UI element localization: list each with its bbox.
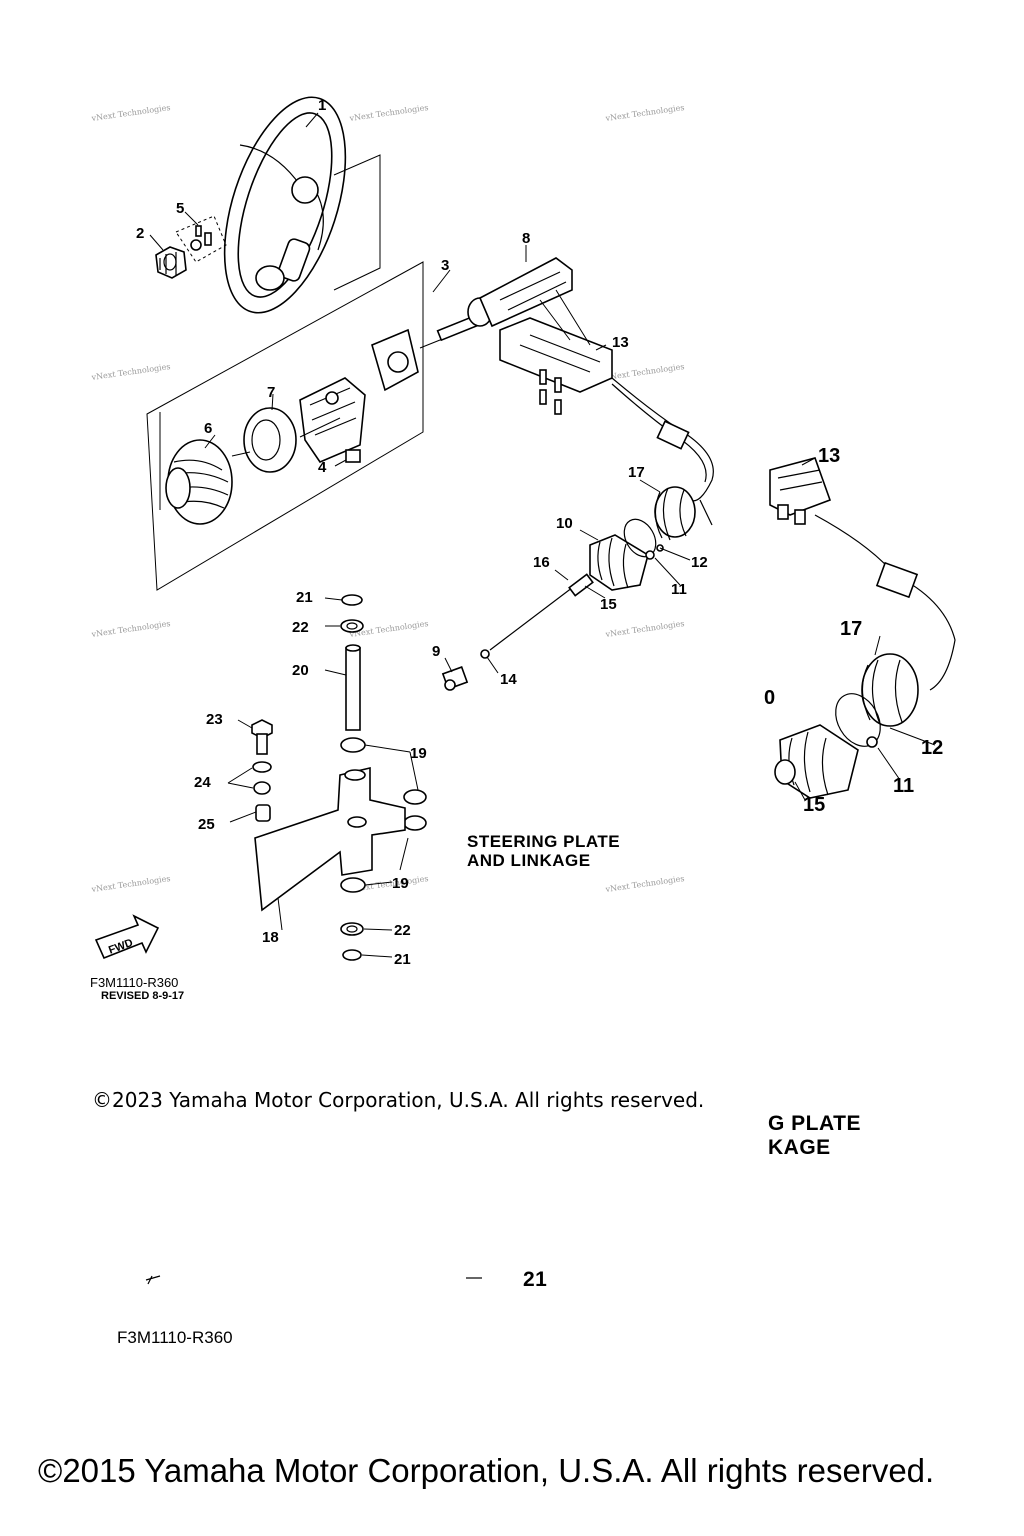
revision-note: REVISED 8-9-17 xyxy=(101,990,184,1002)
steering-wheel-part xyxy=(223,96,347,314)
helm-mechanism-part xyxy=(299,328,446,463)
washer-part xyxy=(252,761,272,773)
callout-15: 15 xyxy=(600,596,617,613)
callout-21-fragment: 21 xyxy=(523,1268,547,1291)
callout-6: 6 xyxy=(204,420,212,437)
detail-callout-10-fragment: 0 xyxy=(764,687,775,709)
callout-5: 5 xyxy=(176,200,184,217)
fwd-fragment-icon xyxy=(145,1275,161,1285)
o-ring-part xyxy=(341,594,363,606)
bellows-part xyxy=(654,486,713,541)
callout-1: 1 xyxy=(318,97,326,114)
washer-bolt-group-part xyxy=(175,215,227,263)
leader-lines xyxy=(149,112,691,958)
diagram-title-fragment-line1: G PLATE xyxy=(768,1112,861,1135)
detail-callout-17: 17 xyxy=(840,618,862,640)
washer-part xyxy=(340,922,364,936)
watermark: vNext Technologies xyxy=(604,362,685,382)
watermark: vNext Technologies xyxy=(604,619,685,639)
watermark: vNext Technologies xyxy=(90,103,171,123)
copyright-2023: ©2023 Yamaha Motor Corporation, U.S.A. A… xyxy=(92,1088,705,1112)
bracket-part xyxy=(345,449,361,463)
callout-19: 19 xyxy=(410,745,427,762)
callout-22: 22 xyxy=(394,922,411,939)
callout-2: 2 xyxy=(136,225,144,242)
o-ring-part xyxy=(342,949,362,961)
diagram-title-line1: STEERING PLATE xyxy=(467,832,620,851)
boot-part xyxy=(589,534,649,591)
callout-4: 4 xyxy=(318,459,327,476)
detail-view xyxy=(769,457,956,801)
callout-12: 12 xyxy=(691,554,708,571)
callout-17: 17 xyxy=(628,464,645,481)
callout-25: 25 xyxy=(198,816,215,833)
watermark: vNext Technologies xyxy=(90,874,171,894)
steering-plate-part xyxy=(254,766,406,912)
fwd-arrow-icon: FWD xyxy=(94,914,160,960)
callout-23: 23 xyxy=(206,711,223,728)
nut-part xyxy=(155,246,187,279)
callout-19: 19 xyxy=(392,875,409,892)
callout-8: 8 xyxy=(522,230,530,247)
callout-14: 14 xyxy=(500,671,517,688)
steering-shaft-part xyxy=(436,257,573,342)
callout-16: 16 xyxy=(533,554,550,571)
diagram-title-line2: AND LINKAGE xyxy=(467,851,591,870)
detail-callout-11: 11 xyxy=(893,775,914,797)
callout-11: 11 xyxy=(671,581,687,598)
callout-21: 21 xyxy=(296,589,313,606)
ball-joint-part xyxy=(441,666,469,691)
callout-3: 3 xyxy=(441,257,449,274)
watermark: vNext Technologies xyxy=(348,103,429,123)
washer-part xyxy=(253,781,271,795)
detail-callouts: 13 17 12 11 15 0 xyxy=(764,445,943,816)
callout-21: 21 xyxy=(394,951,411,968)
watermark: vNext Technologies xyxy=(604,103,685,123)
push-pull-cable-part xyxy=(480,573,594,659)
exploded-frame xyxy=(146,261,424,591)
figure-code: F3M1110-R360 xyxy=(90,975,178,990)
helm-cover-part xyxy=(165,439,233,525)
detail-callout-12: 12 xyxy=(921,737,943,759)
callout-18: 18 xyxy=(262,929,279,946)
callout-22: 22 xyxy=(292,619,309,636)
helm-ring-part xyxy=(243,407,297,473)
watermark: vNext Technologies xyxy=(90,362,171,382)
detail-callout-15: 15 xyxy=(803,794,825,816)
cable-harness-part xyxy=(611,377,714,502)
callout-9: 9 xyxy=(432,643,440,660)
detail-callout-13: 13 xyxy=(818,445,840,467)
watermark: vNext Technologies xyxy=(604,874,685,894)
callout-7: 7 xyxy=(267,384,275,401)
copyright-2015: ©2015 Yamaha Motor Corporation, U.S.A. A… xyxy=(38,1452,935,1489)
washer-part xyxy=(340,619,364,633)
pin-part xyxy=(345,644,361,731)
figure-code-duplicate: F3M1110-R360 xyxy=(117,1328,233,1347)
callout-10: 10 xyxy=(556,515,573,532)
diagram-title-fragment-line2: ΚAGE xyxy=(768,1136,831,1159)
screw-part xyxy=(645,550,655,560)
watermark: vNext Technologies xyxy=(90,619,171,639)
collar-part xyxy=(255,804,271,822)
callout-24: 24 xyxy=(194,774,211,791)
bolt-part xyxy=(251,719,273,755)
callouts: 1 2 3 4 5 6 7 8 9 10 11 12 13 14 15 16 1… xyxy=(136,97,708,968)
callout-20: 20 xyxy=(292,662,309,679)
callout-13: 13 xyxy=(612,334,629,351)
